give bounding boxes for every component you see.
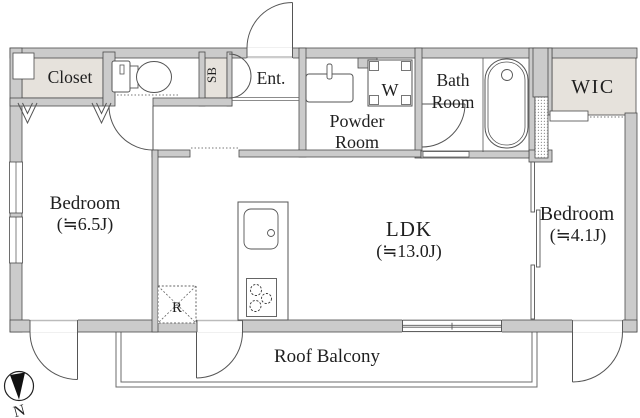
toilet-icon bbox=[111, 60, 172, 93]
closet-fold-door-icon bbox=[17, 102, 112, 125]
powder-room-label-1: Powder bbox=[330, 111, 385, 131]
compass-north-label: N bbox=[12, 402, 28, 418]
thresholds bbox=[117, 94, 624, 149]
powder-room-label-2: Room bbox=[335, 132, 379, 152]
wic-shelf bbox=[549, 110, 589, 122]
wic-label: WIC bbox=[571, 76, 614, 98]
bathtub-icon bbox=[482, 58, 529, 152]
washing-machine-icon bbox=[367, 59, 413, 107]
ldk-sliding-window bbox=[402, 319, 502, 333]
roof-balcony-outline bbox=[115, 332, 538, 388]
wall-notch bbox=[12, 52, 35, 80]
entrance-door-opening bbox=[246, 47, 293, 59]
bedroom-east-balcony-door bbox=[572, 331, 623, 383]
bedroom-west-balcony-door bbox=[29, 331, 78, 380]
washer-label: W bbox=[382, 80, 399, 100]
ldk-area: (≒13.0J) bbox=[376, 241, 442, 262]
bath-room-label-2: Room bbox=[432, 92, 475, 112]
entrance-step bbox=[232, 97, 299, 101]
refrigerator-space-icon bbox=[157, 285, 197, 324]
kitchen-sink-icon bbox=[243, 208, 279, 250]
ldk-balcony-door bbox=[196, 331, 243, 379]
roof-balcony-label: Roof Balcony bbox=[274, 346, 381, 367]
bedroom-west-area: (≒6.5J) bbox=[57, 214, 114, 235]
sliding-partition bbox=[530, 161, 541, 320]
bath-room-label-1: Bath bbox=[436, 70, 469, 90]
bath-door bbox=[421, 103, 466, 148]
sink-icon bbox=[305, 63, 354, 103]
entrance-label: Ent. bbox=[257, 68, 286, 88]
door-swings bbox=[29, 2, 623, 383]
refrigerator-label: R bbox=[172, 300, 182, 316]
ldk-label: LDK bbox=[386, 217, 432, 241]
bath-wall-panel bbox=[422, 151, 470, 158]
bedroom-east-label: Bedroom bbox=[540, 203, 615, 225]
bottom-wall-openings bbox=[29, 319, 623, 333]
pipe-shaft bbox=[534, 96, 549, 159]
bedroom-east-area: (≒4.1J) bbox=[550, 225, 607, 246]
faucet-icon bbox=[267, 229, 275, 237]
shoe-box-label: SB bbox=[204, 67, 219, 83]
bedroom-west-label: Bedroom bbox=[50, 193, 121, 214]
bedroom-west-door bbox=[108, 105, 154, 151]
kitchen-counter-icon bbox=[237, 201, 289, 321]
bedroom-west-windows bbox=[9, 161, 23, 264]
closet-label: Closet bbox=[48, 67, 93, 87]
front-door bbox=[246, 2, 293, 49]
compass-icon: N bbox=[3, 370, 35, 418]
